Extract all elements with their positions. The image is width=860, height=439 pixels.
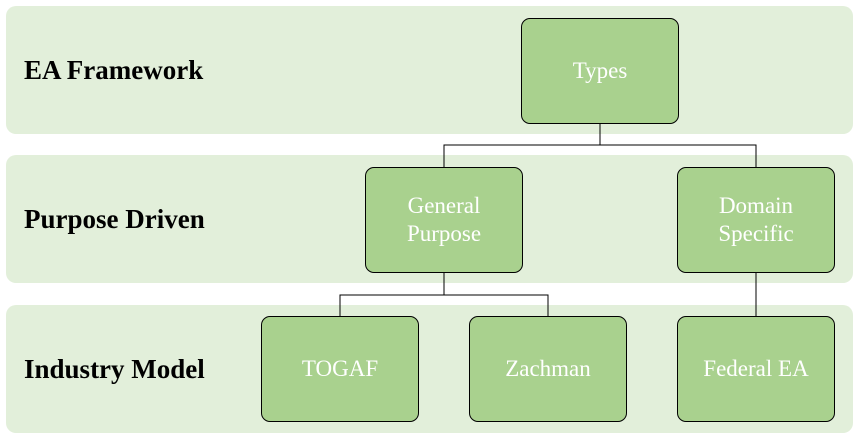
row-label-industry-model: Industry Model	[24, 353, 205, 384]
row-label-purpose-driven: Purpose Driven	[24, 203, 205, 234]
connector-types-to-domain-specific	[600, 144, 757, 167]
node-general-purpose: General Purpose	[365, 167, 523, 273]
connector-general-purpose-to-togaf	[339, 273, 445, 316]
node-togaf-label: TOGAF	[301, 356, 379, 381]
node-domain-specific: Domain Specific	[677, 167, 835, 273]
node-domain-specific-label: Domain Specific	[718, 193, 794, 246]
node-federal-ea: Federal EA	[677, 316, 835, 422]
row-label-ea-framework: EA Framework	[24, 54, 204, 85]
node-general-purpose-label: General Purpose	[406, 193, 482, 246]
node-zachman-label: Zachman	[505, 356, 591, 381]
node-types: Types	[521, 18, 679, 124]
node-togaf: TOGAF	[261, 316, 419, 422]
node-types-label: Types	[572, 58, 628, 83]
node-federal-ea-label: Federal EA	[703, 356, 809, 381]
row-band-ea-framework	[6, 6, 853, 134]
node-zachman: Zachman	[469, 316, 627, 422]
connector-types-to-general-purpose	[443, 124, 601, 167]
connector-general-purpose-to-zachman	[444, 294, 549, 316]
